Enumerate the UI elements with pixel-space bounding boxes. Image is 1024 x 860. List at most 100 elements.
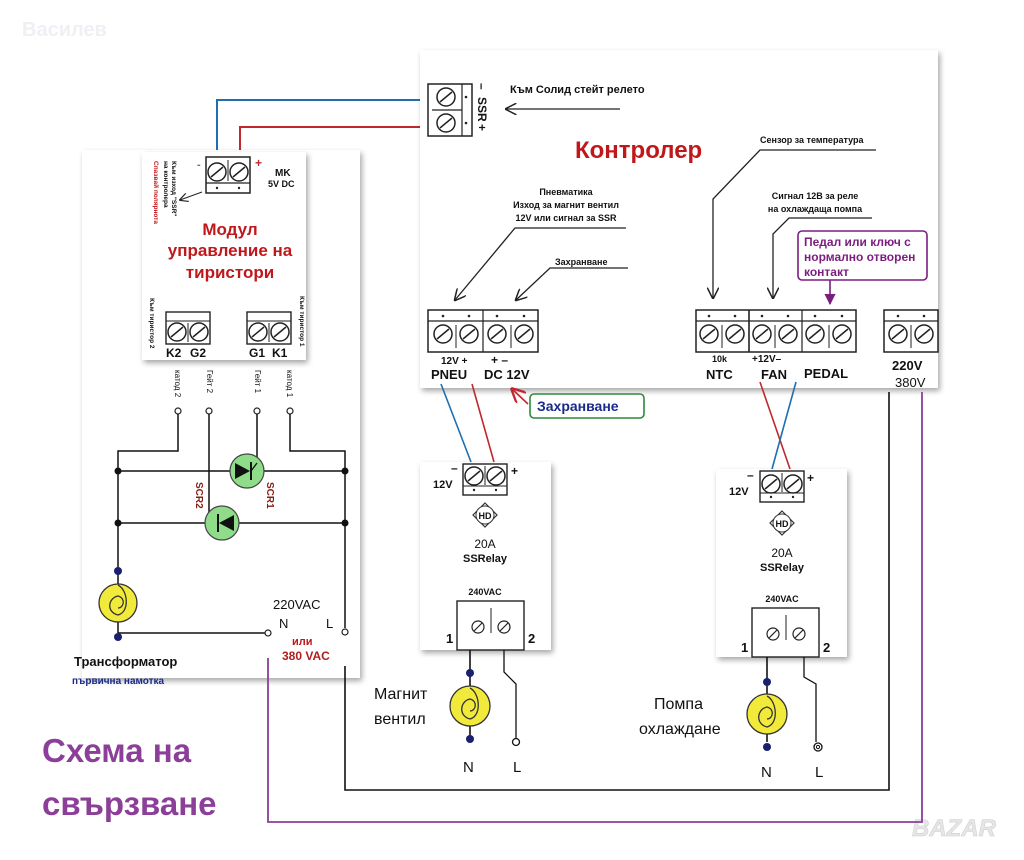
ssr-plus-wire — [239, 126, 430, 155]
magnet-valve-label-1: Магнит — [374, 686, 428, 703]
module-title-1: Модул — [202, 220, 257, 239]
scr1-symbol — [229, 453, 265, 489]
magnet-valve-coil-icon — [449, 685, 491, 727]
module-title-3: тиристори — [186, 263, 274, 282]
magnet-valve-label-2: вентил — [374, 711, 426, 728]
module-l-label: L — [326, 616, 333, 631]
mains-purple-wire — [267, 392, 923, 823]
relay2-hd-logo-icon: HD — [769, 510, 795, 536]
relay1-load-terminal[interactable] — [456, 600, 525, 651]
diagram-title-2: свързване — [42, 785, 217, 822]
relay2-rating: 20A — [771, 546, 792, 560]
relay2-plus: + — [807, 471, 814, 485]
cooling-pump-coil-icon — [746, 693, 788, 735]
pedal-label: PEDAL — [804, 366, 848, 381]
magnet-valve-switch — [503, 650, 517, 738]
module-plus: + — [255, 156, 262, 170]
controller-title: Контролер — [575, 137, 702, 164]
fan-label: FAN — [761, 367, 787, 382]
scr2-label: SCR2 — [193, 482, 204, 509]
terminal-pneu-dc[interactable] — [427, 309, 539, 353]
thyristor1-terminal[interactable] — [246, 311, 292, 345]
relay1-control-voltage: 12V — [433, 479, 453, 491]
pneu-note-arrow — [455, 227, 626, 300]
relay1-n-label: N — [463, 759, 474, 776]
wire-k1-label: катод 1 — [285, 370, 294, 398]
relay2-pin1: 1 — [741, 640, 748, 655]
relay1-rating: 20A — [474, 537, 495, 551]
module-title-2: управление на — [168, 241, 293, 260]
k1-label: K1 — [272, 346, 288, 360]
scr1-label: SCR1 — [264, 482, 275, 509]
relay1-type: SSRelay — [463, 553, 508, 565]
thyristor-module: - + MK 5V DC Към изход "SSR" на контроле… — [72, 150, 360, 687]
relay1-load-voltage: 240VAC — [468, 587, 502, 597]
scr2-symbol — [204, 505, 240, 541]
k2-wire-terminal — [174, 407, 182, 415]
fan-top-label: +12V– — [752, 354, 782, 365]
temp-sensor-note: Сензор за температура — [760, 135, 864, 145]
cooling-pump-label-2: охлаждане — [639, 721, 721, 738]
module-mains-voltage: 220VAC — [273, 597, 320, 612]
fan-plus-wire — [759, 381, 791, 470]
pneu-note-3: 12V или сигнал за SSR — [515, 213, 617, 223]
pneu-minus-wire — [440, 383, 472, 463]
relay2-pin2: 2 — [823, 640, 830, 655]
mains-label-1: 220V — [892, 358, 923, 373]
relay2-n-label: N — [761, 764, 772, 781]
terminal-ntc-fan-pedal[interactable] — [695, 309, 857, 353]
pneu-label: PNEU — [431, 367, 467, 382]
transformer-coil-icon — [98, 567, 138, 641]
mains-label-2: 380V — [895, 375, 926, 390]
site-watermark: BAZAR — [912, 815, 997, 842]
ssr-relay-cooling-pump: – + 12V HD 20A SSRelay 240VAC 1 2 — [716, 468, 847, 658]
relay1-pin1: 1 — [446, 631, 453, 646]
module-input-label-1: MK — [275, 168, 291, 179]
cooling-pump-load — [746, 657, 823, 752]
pneu-plus-wire — [471, 383, 495, 463]
power-callout: Захранване — [537, 398, 619, 414]
g1-wire-terminal — [253, 407, 261, 415]
relay2-type: SSRelay — [760, 562, 805, 574]
relay1-pin2: 2 — [528, 631, 535, 646]
ssr-minus-label: – — [475, 83, 489, 90]
g1-label: G1 — [249, 346, 265, 360]
dc-label: DC 12V — [484, 367, 530, 382]
author-watermark: Василев — [22, 19, 107, 41]
relay2-control-terminal[interactable] — [759, 470, 805, 503]
g2-wire-terminal — [205, 407, 213, 415]
thyristor2-note: Към тиристор 2 — [148, 298, 155, 349]
relay2-minus: – — [747, 468, 754, 482]
ssr-minus-wire — [216, 99, 430, 150]
pneu-note-2: Изход за магнит вентил — [513, 200, 619, 210]
transformer-label: Трансформатор — [74, 654, 177, 669]
relay1-l-label: L — [513, 759, 521, 776]
module-minus: - — [197, 159, 201, 171]
wire-k2-label: катод 2 — [173, 370, 182, 398]
ntc-top-label: 10k — [712, 354, 728, 364]
dc-top-label: + – — [491, 353, 508, 367]
g2-label: G2 — [190, 346, 206, 360]
module-side-note-2: на контролера — [162, 161, 169, 208]
module-side-note-arrow — [180, 191, 203, 200]
power-callout-arrow — [512, 389, 529, 405]
module-input-terminal[interactable] — [205, 156, 251, 194]
module-side-note-3: Спазвай полярнота — [152, 161, 160, 224]
ssr-note: Към Солид стейт релето — [510, 84, 645, 96]
thyristor2-terminal[interactable] — [165, 311, 211, 345]
thyristor1-note: Към тиристор 1 — [298, 296, 305, 347]
pedal-note-1: Педал или ключ с — [804, 235, 911, 249]
fan-note-arrow — [773, 217, 872, 298]
power-callout-box — [529, 393, 645, 419]
relay1-control-terminal[interactable] — [462, 463, 508, 496]
wire-g2-label: Гейт 2 — [205, 370, 214, 394]
svg-text:HD: HD — [776, 519, 789, 529]
relay2-load-terminal[interactable] — [751, 607, 820, 658]
ssr-terminal[interactable] — [427, 83, 473, 137]
ssr-plus-label: + — [475, 124, 489, 131]
terminal-mains[interactable] — [883, 309, 939, 353]
fan-minus-wire — [771, 381, 797, 470]
transformer-sublabel: първична намотка — [72, 676, 165, 687]
cooling-pump-label-1: Помпа — [654, 696, 703, 713]
